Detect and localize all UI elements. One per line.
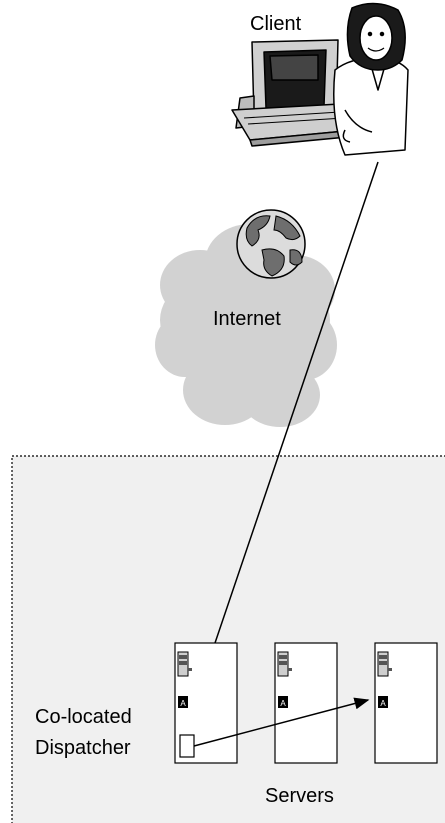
server-badge: A [280,699,286,708]
globe-icon [236,209,306,279]
server-badge: A [380,699,386,708]
server-badge: A [180,699,186,708]
server-icon: A [374,642,438,764]
dispatcher-label-line1: Co-located [35,706,132,728]
client-connection-line [214,161,379,644]
server-zone [11,455,445,823]
dispatch-arrow [193,697,370,747]
internet-label: Internet [213,308,281,330]
dispatcher-label-line2: Dispatcher [35,737,131,759]
servers-label: Servers [265,785,334,807]
person-icon [333,2,409,156]
computer-icon [231,39,359,147]
server-icon: A [274,642,338,764]
dispatcher-icon [179,734,195,758]
client-label: Client [250,13,302,35]
